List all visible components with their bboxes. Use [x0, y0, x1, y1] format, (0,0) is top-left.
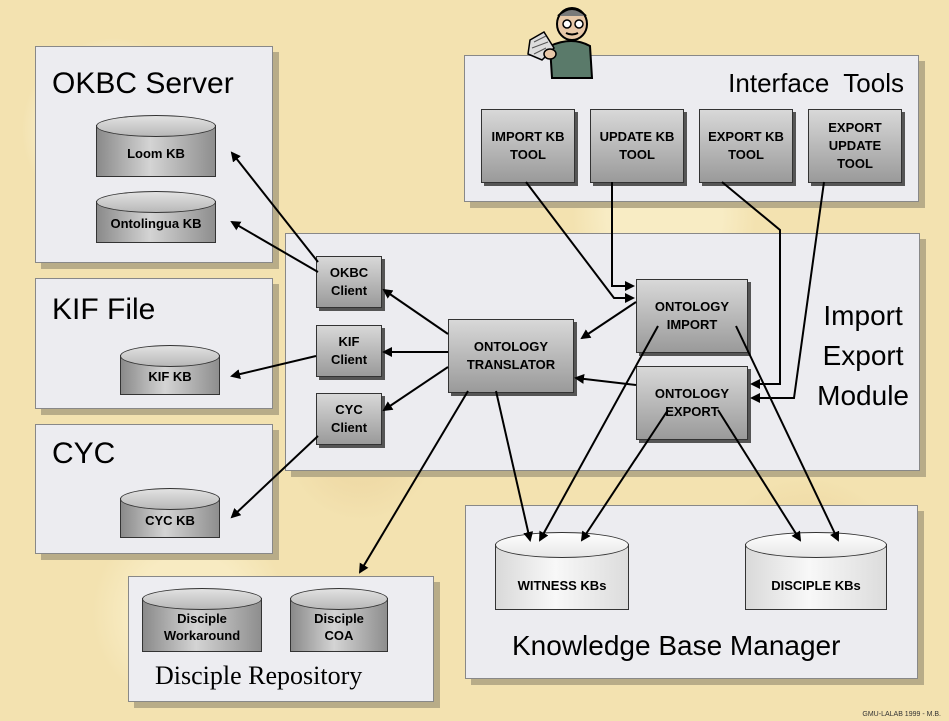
credit-text: GMU-LALAB 1999 - M.B.	[862, 711, 941, 718]
arrow-export-update-tool-to-export	[750, 181, 825, 403]
ontology-import[interactable]: ONTOLOGY IMPORT	[636, 279, 748, 353]
kif-kb-database: KIF KB	[120, 345, 220, 395]
kif-file-panel: KIF File	[35, 278, 273, 409]
kif-client[interactable]: KIF Client	[316, 325, 382, 377]
kif-kb-label: KIF KB	[148, 369, 192, 384]
kif-file-title: KIF File	[52, 293, 156, 326]
arrow-translator-to-okbc	[382, 288, 449, 335]
arrow-cyc-client-to-cyc-kb	[230, 435, 319, 519]
okbc-server-title: OKBC Server	[52, 67, 234, 100]
export-update-tool[interactable]: EXPORT UPDATE TOOL	[808, 109, 902, 183]
disciple-kbs-database: DISCIPLE KBs	[745, 532, 887, 610]
loom-kb-database: Loom KB	[96, 115, 216, 177]
arrow-import-tool-to-import	[525, 181, 635, 303]
interface-tools-title: Interface Tools	[728, 68, 904, 98]
arrow-okbc-to-ontolingua	[230, 220, 319, 273]
disciple-kbs-label: DISCIPLE KBs	[771, 578, 861, 593]
arrow-translator-to-repository	[358, 390, 469, 574]
disciple-workaround-database: Disciple Workaround	[142, 588, 262, 652]
disciple-coa-database: Disciple COA	[290, 588, 388, 652]
cyc-panel: CYC	[35, 424, 273, 554]
ontology-translator[interactable]: ONTOLOGY TRANSLATOR	[448, 319, 574, 393]
import-export-module-title: Import Export Module	[817, 300, 909, 411]
update-kb-tool[interactable]: UPDATE KB TOOL	[590, 109, 684, 183]
arrow-kif-client-to-kif-kb	[230, 355, 317, 380]
ontolingua-kb-label: Ontolingua KB	[110, 216, 202, 231]
cyc-kb-database: CYC KB	[120, 488, 220, 538]
knowledge-base-manager-title: Knowledge Base Manager	[512, 630, 841, 661]
import-kb-tool[interactable]: IMPORT KB TOOL	[481, 109, 575, 183]
witness-kbs-database: WITNESS KBs	[495, 532, 629, 610]
arrow-export-to-disciple	[717, 409, 802, 542]
disciple-workaround-label: Disciple Workaround	[163, 611, 241, 643]
arrow-import-to-translator	[580, 301, 637, 340]
arrow-export-tool-to-export	[721, 181, 781, 389]
arrow-okbc-to-loom	[230, 151, 319, 263]
arrow-export-to-witness	[580, 409, 669, 542]
person-with-papers-illustration	[527, 7, 594, 79]
arrow-import-to-disciple	[735, 325, 840, 542]
witness-kbs-label: WITNESS KBs	[517, 578, 607, 593]
okbc-client[interactable]: OKBC Client	[316, 256, 382, 308]
cyc-client[interactable]: CYC Client	[316, 393, 382, 445]
arrow-translator-to-witness	[495, 390, 534, 542]
arrow-import-to-witness	[539, 325, 659, 542]
disciple-repository-title: Disciple Repository	[155, 661, 363, 690]
cyc-title: CYC	[52, 437, 116, 470]
export-kb-tool[interactable]: EXPORT KB TOOL	[699, 109, 793, 183]
arrow-update-tool-to-import	[611, 182, 635, 291]
loom-kb-label: Loom KB	[127, 146, 185, 161]
disciple-coa-label: Disciple COA	[314, 611, 364, 643]
ontolingua-kb-database: Ontolingua KB	[96, 191, 216, 243]
cyc-kb-label: CYC KB	[145, 513, 195, 528]
arrow-translator-to-cyc-client	[382, 366, 449, 412]
